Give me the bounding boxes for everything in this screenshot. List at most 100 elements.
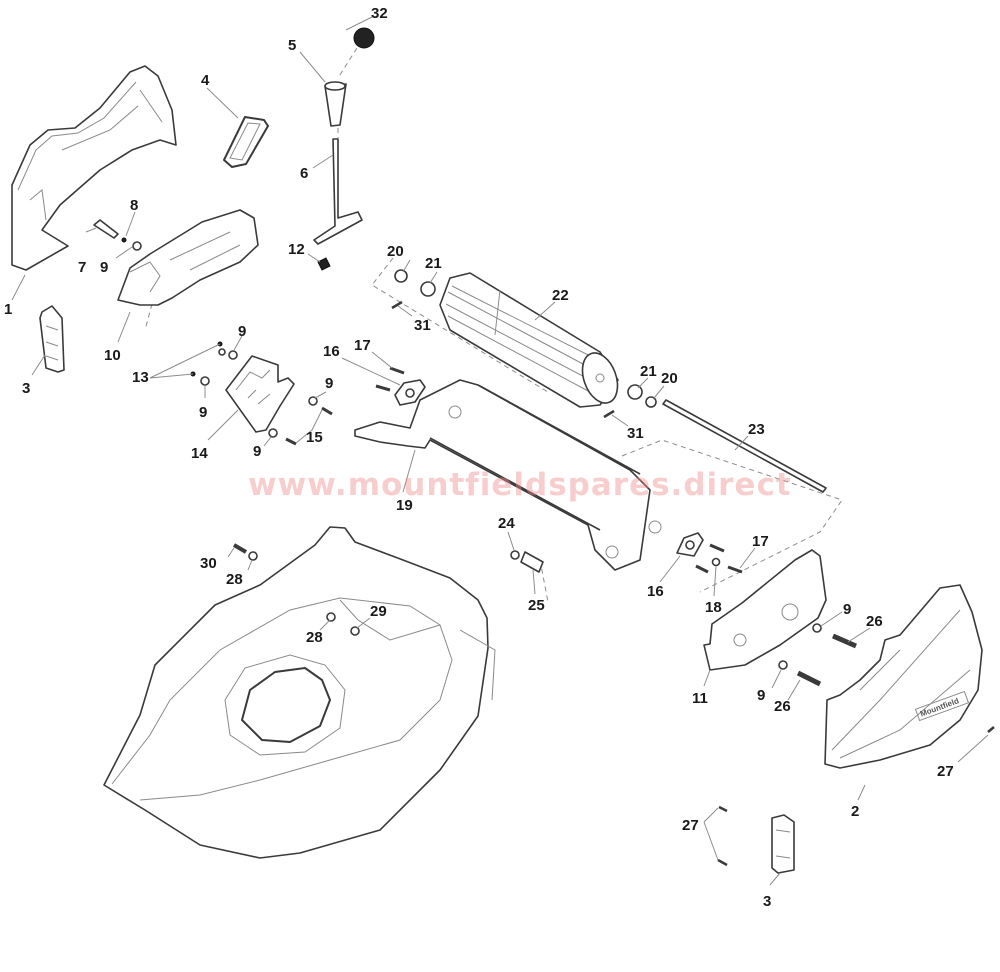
callout-9-b: 9 xyxy=(238,323,246,340)
part-20-washer-right xyxy=(645,396,657,408)
callout-9-d: 9 xyxy=(325,375,333,392)
callout-28-a: 28 xyxy=(226,571,243,588)
part-16-flange-left xyxy=(394,379,426,406)
callout-5: 5 xyxy=(288,37,296,54)
assembly-guide-lines xyxy=(144,47,843,603)
callout-22: 22 xyxy=(552,287,569,304)
part-17-screw-a xyxy=(389,366,405,375)
part-5-cone xyxy=(324,81,347,127)
part-3-left-clip xyxy=(39,305,65,373)
part-31-pin-left xyxy=(391,300,403,310)
part-11-side-plate xyxy=(703,549,827,671)
part-9-washer-h xyxy=(218,348,226,356)
part-26-bolt-a xyxy=(832,633,857,649)
callout-2: 2 xyxy=(851,803,859,820)
part-1-left-cover xyxy=(11,65,177,271)
callout-21-left: 21 xyxy=(425,255,442,272)
part-21-nut-right xyxy=(627,384,643,400)
callout-9-c: 9 xyxy=(199,404,207,421)
part-19-roller-frame xyxy=(354,379,662,571)
part-3-right-clip xyxy=(771,814,795,874)
part-22-rear-roller xyxy=(439,272,619,408)
callout-3-right: 3 xyxy=(763,893,771,910)
callout-13: 13 xyxy=(132,369,149,386)
part-9-washer-d xyxy=(308,396,318,406)
callout-1: 1 xyxy=(4,301,12,318)
callout-19: 19 xyxy=(396,497,413,514)
part-8-pin xyxy=(121,237,127,243)
callout-23: 23 xyxy=(748,421,765,438)
part-29-nut xyxy=(350,626,360,636)
part-28-washer-a xyxy=(248,551,258,561)
part-6-rod xyxy=(313,138,363,245)
part-24-nut xyxy=(510,550,520,560)
callout-12: 12 xyxy=(288,241,305,258)
part-7-bolt xyxy=(93,219,119,239)
callout-7: 7 xyxy=(78,259,86,276)
callout-20-left: 20 xyxy=(387,243,404,260)
part-9-washer-b xyxy=(228,350,238,360)
part-28-washer-b xyxy=(326,612,336,622)
part-15-screw-a xyxy=(321,406,333,416)
part-17-screw-d xyxy=(727,565,743,574)
callout-6: 6 xyxy=(300,165,308,182)
part-32-knob xyxy=(353,27,375,49)
callout-25: 25 xyxy=(528,597,545,614)
callout-30: 30 xyxy=(200,555,217,572)
part-27-screw-b xyxy=(718,805,728,813)
part-27-screw-a xyxy=(987,726,995,733)
callout-27-bottom: 27 xyxy=(682,817,699,834)
mountfield-badge xyxy=(914,690,970,722)
callout-24: 24 xyxy=(498,515,515,532)
callout-18: 18 xyxy=(705,599,722,616)
part-9-washer-e xyxy=(268,428,278,438)
callout-9-g: 9 xyxy=(757,687,765,704)
callout-10: 10 xyxy=(104,347,121,364)
part-21-nut-left xyxy=(420,281,436,297)
callout-27-right: 27 xyxy=(937,763,954,780)
callout-15: 15 xyxy=(306,429,323,446)
part-20-washer-left xyxy=(394,269,408,283)
callout-labels: 1 2 3 3 4 5 6 7 8 9 9 9 9 9 9 9 9 10 11 … xyxy=(4,5,954,910)
callout-8: 8 xyxy=(130,197,138,214)
part-17-screw-e xyxy=(695,564,709,574)
callout-32: 32 xyxy=(371,5,388,22)
part-14-bracket xyxy=(225,355,295,433)
part-2-right-cover: Mountfield xyxy=(824,584,983,769)
callout-29: 29 xyxy=(370,603,387,620)
callout-16-left: 16 xyxy=(323,343,340,360)
watermark-text: www.mountfieldspares.direct xyxy=(248,467,792,503)
part-25-spacer xyxy=(520,551,544,573)
part-9-washer-f xyxy=(812,623,822,633)
callout-4: 4 xyxy=(201,72,210,89)
mower-deck xyxy=(103,526,496,859)
leader-lines xyxy=(11,16,989,886)
callout-26-b: 26 xyxy=(774,698,791,715)
callout-16-right: 16 xyxy=(647,583,664,600)
part-17-screw-c xyxy=(709,543,725,553)
callout-26-a: 26 xyxy=(866,613,883,630)
part-9-washer-a xyxy=(132,241,142,251)
part-18-washer xyxy=(711,557,721,567)
callout-9-a: 9 xyxy=(100,259,108,276)
callout-9-f: 9 xyxy=(843,601,851,618)
part-30-bolt xyxy=(232,543,248,554)
part-4-grip xyxy=(223,116,269,168)
part-9-washer-g xyxy=(778,660,788,670)
part-15-screw-b xyxy=(285,437,297,446)
part-12-clip xyxy=(317,257,331,271)
part-16-flange-right xyxy=(676,532,704,557)
callout-9-e: 9 xyxy=(253,443,261,460)
callout-31-right: 31 xyxy=(627,425,644,442)
part-23-axle xyxy=(662,399,827,493)
part-31-pin-right xyxy=(603,409,615,419)
callout-11: 11 xyxy=(692,690,708,707)
callout-31-left: 31 xyxy=(414,317,431,334)
callout-28-b: 28 xyxy=(306,629,323,646)
callout-14: 14 xyxy=(191,445,208,462)
callout-17-right: 17 xyxy=(752,533,769,550)
part-26-bolt-b xyxy=(796,670,822,687)
callout-21-right: 21 xyxy=(640,363,657,380)
part-9-washer-c xyxy=(200,376,210,386)
